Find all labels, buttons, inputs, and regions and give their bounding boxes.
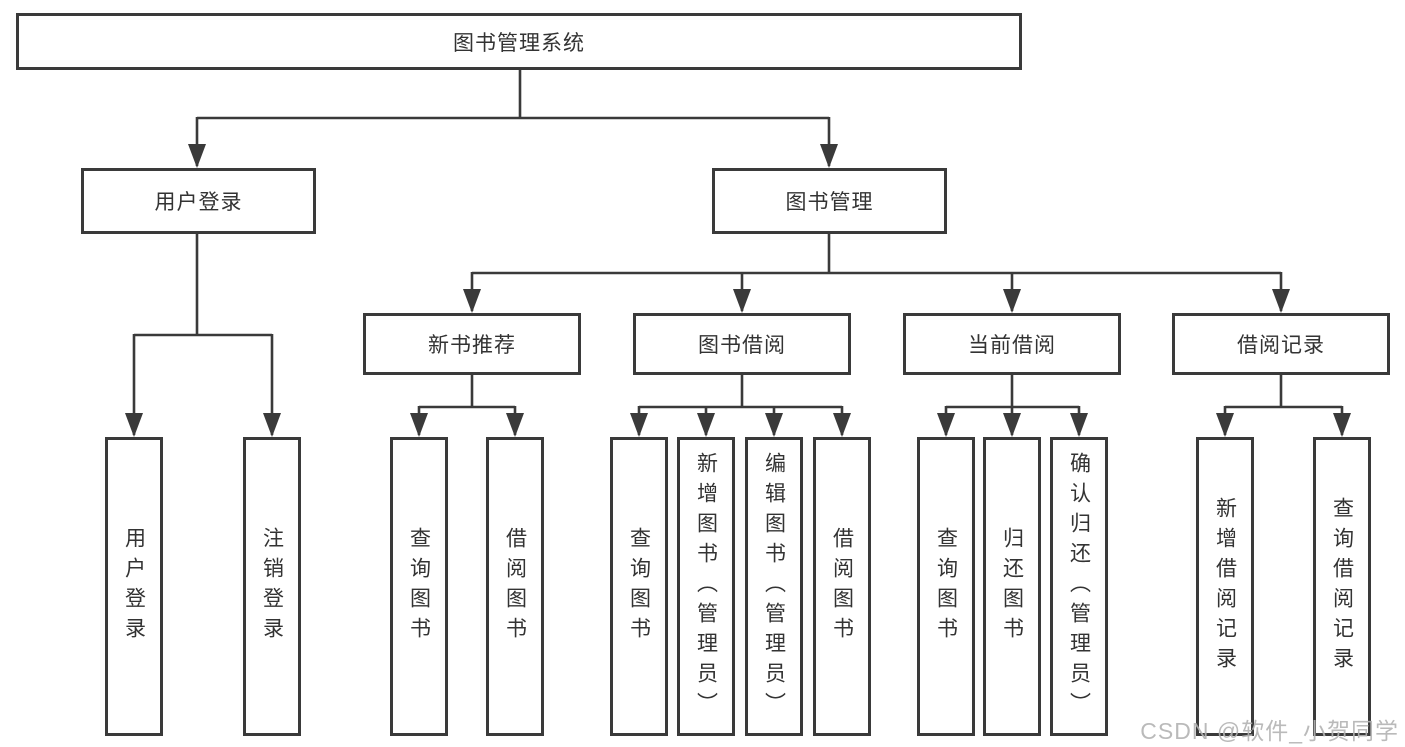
- leaf-borrow-books-recommend: 借阅图书: [486, 437, 544, 736]
- node-label: 新增借阅记录: [1213, 496, 1237, 677]
- node-label: 用户登录: [122, 526, 146, 647]
- node-label: 图书管理: [785, 191, 874, 214]
- node-label: 当前借阅: [968, 334, 1056, 357]
- leaf-add-books-admin: 新增图书（管理员）: [677, 437, 735, 736]
- node-label: 借阅图书: [503, 526, 527, 647]
- node-label: 注销登录: [260, 526, 284, 647]
- node-label: 查询图书: [934, 526, 958, 647]
- leaf-borrow-books: 借阅图书: [813, 437, 871, 736]
- leaf-query-borrow-record: 查询借阅记录: [1313, 437, 1371, 736]
- node-label: 查询借阅记录: [1330, 496, 1354, 677]
- csdn-watermark: CSDN @软件_小贺同学: [1140, 718, 1399, 744]
- node-user-login-branch: 用户登录: [81, 168, 316, 234]
- leaf-query-books-borrow: 查询图书: [610, 437, 668, 736]
- leaf-confirm-return-admin: 确认归还（管理员）: [1050, 437, 1108, 736]
- leaf-return-books: 归还图书: [983, 437, 1041, 736]
- node-label: 新增图书（管理员）: [694, 451, 718, 722]
- node-label: 用户登录: [154, 191, 243, 214]
- node-label: 借阅记录: [1237, 334, 1325, 357]
- node-new-book-recommend: 新书推荐: [363, 313, 581, 375]
- node-label: 借阅图书: [830, 526, 854, 647]
- leaf-logout: 注销登录: [243, 437, 301, 736]
- leaf-edit-books-admin: 编辑图书（管理员）: [745, 437, 803, 736]
- leaf-query-books-recommend: 查询图书: [390, 437, 448, 736]
- node-label: 新书推荐: [428, 334, 516, 357]
- leaf-query-books-current: 查询图书: [917, 437, 975, 736]
- node-label: 编辑图书（管理员）: [762, 451, 786, 722]
- node-label: 查询图书: [627, 526, 651, 647]
- node-label: 查询图书: [407, 526, 431, 647]
- node-current-borrow: 当前借阅: [903, 313, 1121, 375]
- node-label: 图书借阅: [698, 334, 786, 357]
- node-label: 归还图书: [1000, 526, 1024, 647]
- node-borrow-records: 借阅记录: [1172, 313, 1390, 375]
- node-library-system-root: 图书管理系统: [16, 13, 1022, 70]
- leaf-user-login: 用户登录: [105, 437, 163, 736]
- node-label: 确认归还（管理员）: [1067, 451, 1091, 722]
- node-book-management-branch: 图书管理: [712, 168, 947, 234]
- node-label: 图书管理系统: [453, 31, 585, 55]
- leaf-add-borrow-record: 新增借阅记录: [1196, 437, 1254, 736]
- node-book-borrow: 图书借阅: [633, 313, 851, 375]
